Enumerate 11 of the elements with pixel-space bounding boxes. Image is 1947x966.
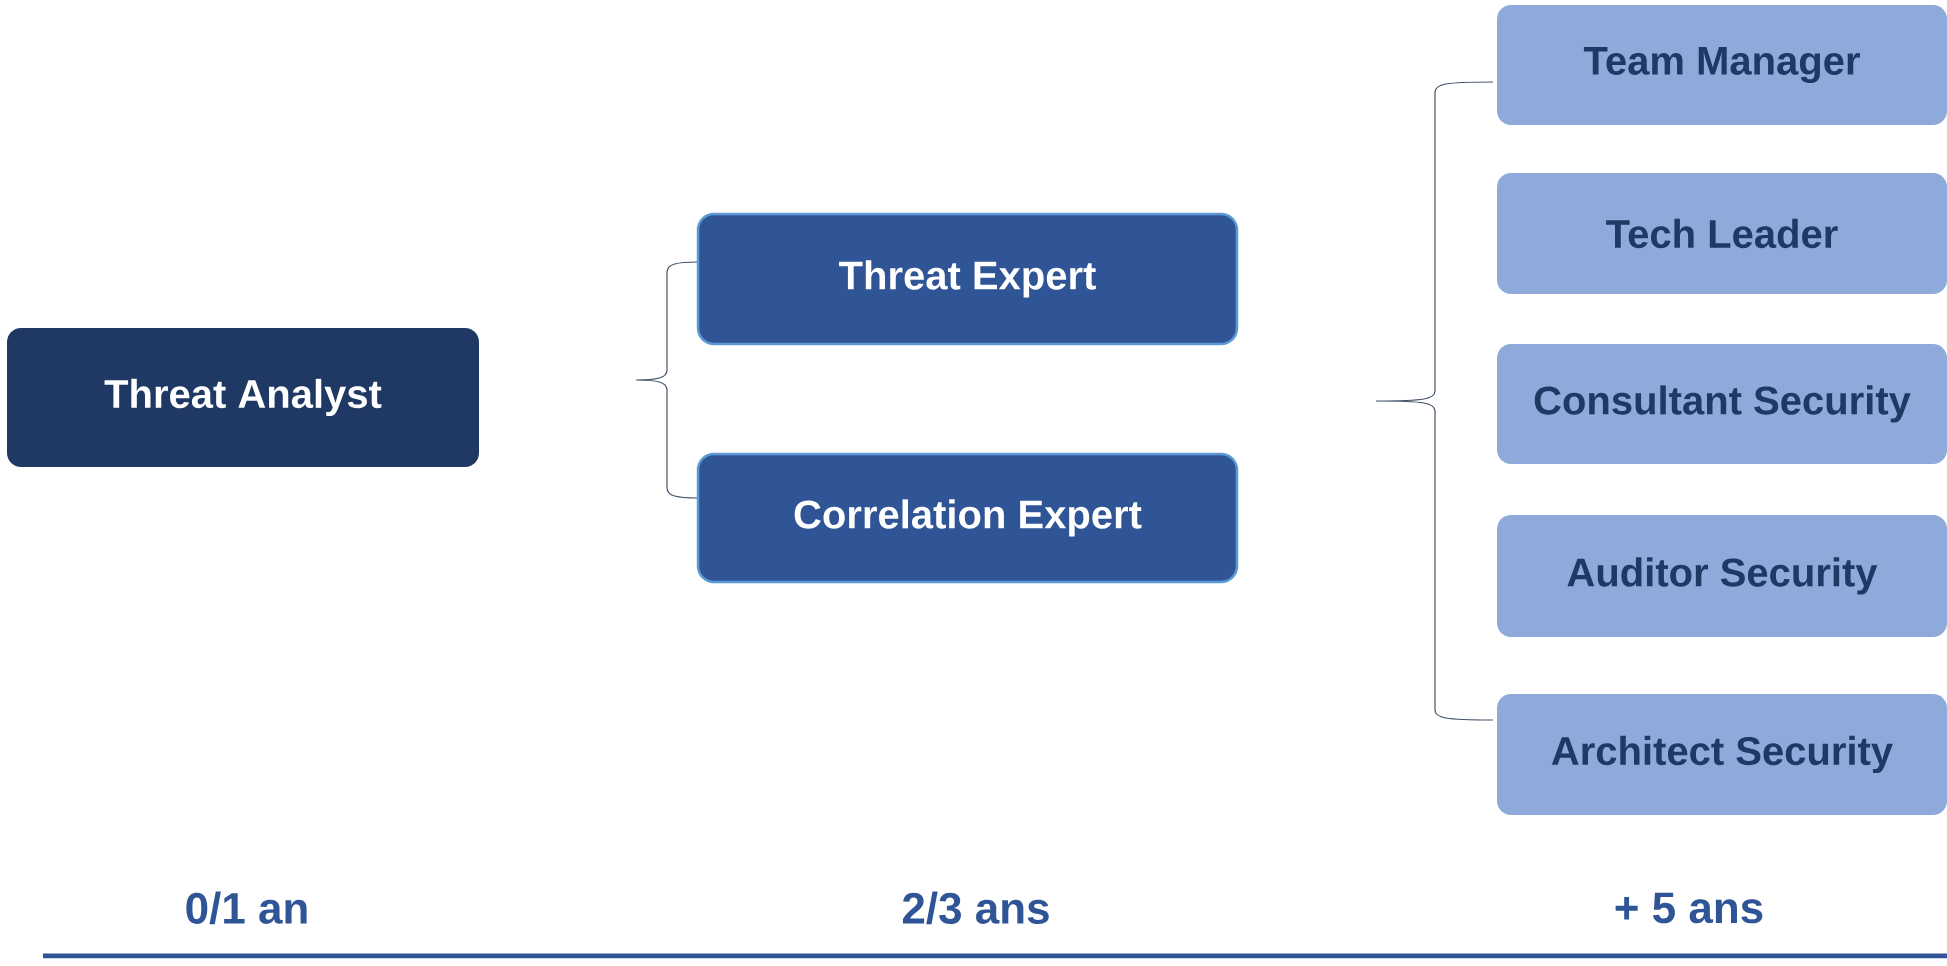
role-box: Team Manager xyxy=(1497,5,1947,125)
role-box: Correlation Expert xyxy=(696,452,1239,584)
role-box: Architect Security xyxy=(1497,694,1947,815)
role-box: Consultant Security xyxy=(1497,344,1947,464)
role-box: Tech Leader xyxy=(1497,173,1947,294)
period-label: 0/1 an xyxy=(186,891,307,925)
role-box: Threat Analyst xyxy=(7,328,479,467)
role-box: Threat Expert xyxy=(696,212,1239,346)
role-box: Auditor Security xyxy=(1497,515,1947,637)
period-label: + 5 ans xyxy=(1615,892,1763,924)
period-label: 2/3 ans xyxy=(902,891,1049,925)
